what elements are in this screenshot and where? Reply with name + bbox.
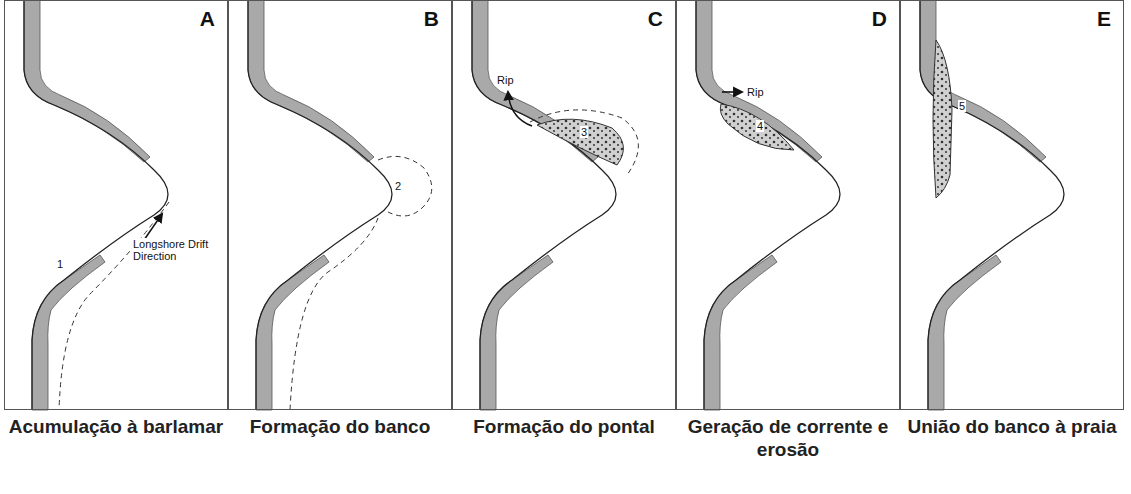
stage-panel: DGeração de corrente e erosão	[676, 0, 900, 410]
rip-label: Rip	[496, 74, 515, 86]
drift-label: Longshore Drift Direction	[132, 238, 214, 262]
stage-panel: CFormação do pontal	[452, 0, 676, 410]
panel-letter: C	[648, 7, 663, 31]
coast-panel	[472, 0, 638, 410]
stage-caption: Formação do banco	[229, 415, 451, 438]
callout-number: 4	[756, 120, 764, 132]
callout-number: 2	[394, 180, 402, 192]
coast-panel	[696, 0, 840, 410]
coast-panel	[920, 0, 1064, 410]
panel-letter: D	[872, 7, 887, 31]
callout-number: 5	[958, 100, 966, 112]
stage-caption: Formação do pontal	[453, 415, 675, 438]
panel-letter: E	[1097, 7, 1111, 31]
stage-caption: União do banco à praia	[901, 415, 1123, 438]
coast-panel	[248, 0, 432, 410]
stage-panel: AAcumulação à barlamar	[4, 0, 228, 410]
stage-caption: Acumulação à barlamar	[5, 415, 227, 438]
panel-letter: A	[200, 7, 215, 31]
callout-number: 1	[56, 258, 64, 270]
stage-caption: Geração de corrente e erosão	[677, 415, 899, 461]
rip-label: Rip	[746, 86, 765, 98]
callout-number: 3	[580, 126, 588, 138]
stage-panel: EUnião do banco à praia	[900, 0, 1124, 410]
coast-panel	[24, 0, 169, 410]
panel-letter: B	[424, 7, 439, 31]
stage-panel: BFormação do banco	[228, 0, 452, 410]
